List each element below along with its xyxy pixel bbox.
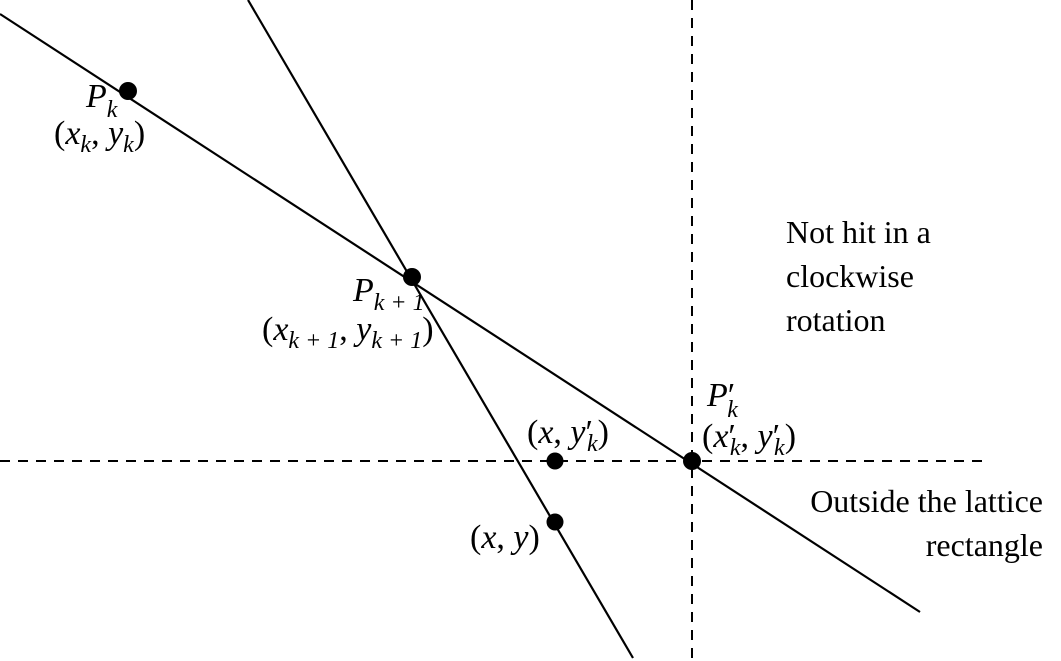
label-pk-prime: P′k [706,377,738,423]
text-outside-line1: Outside the lattice [810,483,1043,519]
point-x-ykprime [546,452,564,470]
label-x-y: (x, y) [470,519,540,556]
point-x-y [546,513,564,531]
label-pk-coords: (xk, yk) [54,115,145,158]
label-pk-prime-coords: (x′k, y′k) [702,418,796,461]
label-pk: Pk [85,78,118,123]
line-steep-through-pk1 [247,0,634,659]
point-pk1 [403,268,421,286]
label-pk1-coords: (xk + 1, yk + 1) [262,311,434,354]
text-not-hit-line3: rotation [786,302,886,338]
point-pk-prime [683,452,701,470]
text-outside-line2: rectangle [926,527,1043,563]
text-not-hit-line2: clockwise [786,258,914,294]
point-pk [119,82,137,100]
line-pk-to-pkprime [0,13,921,613]
label-x-ykprime: (x, y′k) [527,414,609,457]
text-not-hit-line1: Not hit in a [786,214,931,250]
label-pk1: Pk + 1 [352,272,425,316]
